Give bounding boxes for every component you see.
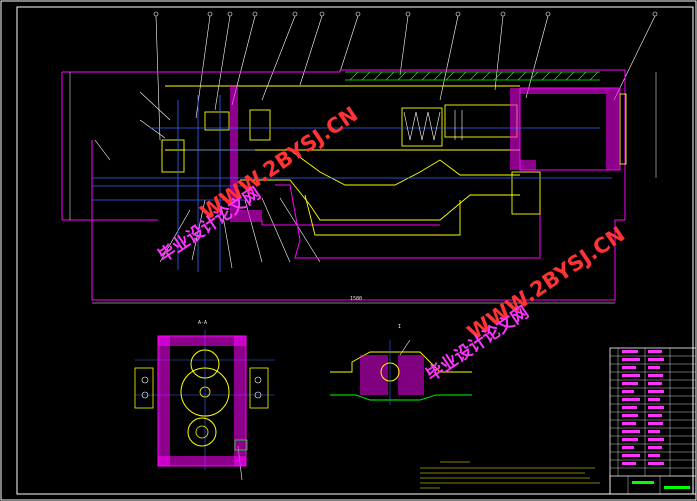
green-hatch xyxy=(345,71,600,81)
top-balloons xyxy=(153,11,658,17)
section-label: A-A xyxy=(198,320,207,326)
center-lines xyxy=(92,95,612,272)
dimension-lines xyxy=(69,72,657,304)
technical-notes xyxy=(420,461,600,489)
detail-view-i: I xyxy=(330,324,472,405)
overall-dimension: 1580 xyxy=(350,296,362,302)
hatched-walls xyxy=(230,86,620,222)
spring-assembly xyxy=(403,110,463,141)
sheet-frame-inner xyxy=(16,6,694,495)
detail-label: I xyxy=(398,324,401,330)
main-structure xyxy=(161,85,627,236)
parts-list-table xyxy=(609,347,697,495)
section-view-aa: A-A xyxy=(134,320,275,470)
